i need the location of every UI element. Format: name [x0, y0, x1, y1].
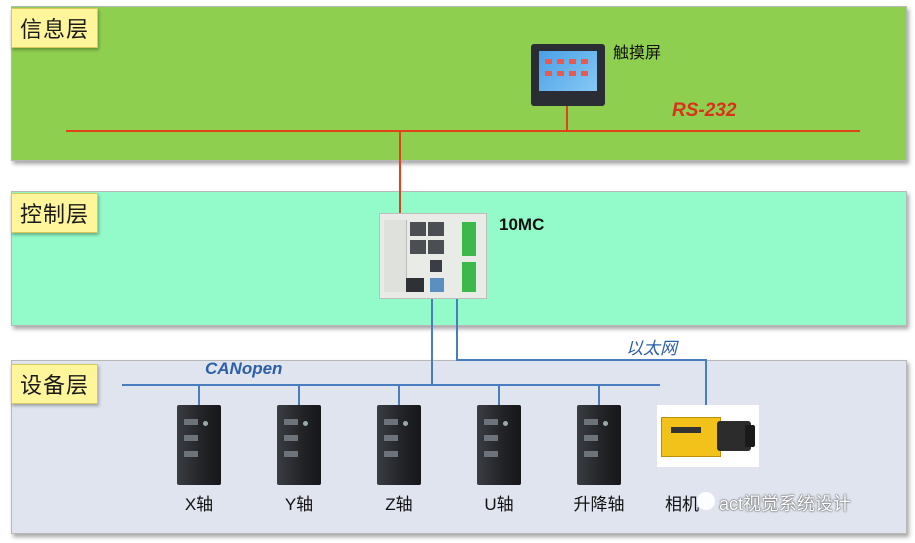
rs232-label: RS-232 — [672, 100, 737, 121]
controller-label: 10MC — [499, 215, 545, 234]
info-layer-label: 信息层 — [11, 8, 99, 48]
camera-label: 相机 — [665, 495, 699, 514]
ethernet-label: 以太网 — [626, 339, 677, 358]
device-layer-label: 设备层 — [11, 364, 99, 404]
axis-label-x: X轴 — [184, 495, 214, 514]
control-layer-label: 控制层 — [11, 193, 99, 233]
camera-device — [657, 405, 759, 467]
axis-label-z: Z轴 — [385, 495, 413, 514]
axis-label-u: U轴 — [484, 495, 514, 514]
servo-drive-lift — [577, 405, 621, 485]
touchscreen-label: 触摸屏 — [613, 45, 662, 62]
canopen-label: CANopen — [205, 359, 283, 378]
touchscreen-device — [531, 44, 605, 106]
servo-drive-u — [477, 405, 521, 485]
ethernet-line — [456, 296, 707, 405]
servo-drive-x — [177, 405, 221, 485]
watermark: act视觉系统设计 — [697, 490, 887, 514]
watermark-text: act视觉系统设计 — [719, 494, 852, 514]
info-layer-band — [11, 6, 907, 161]
servo-drive-y — [277, 405, 321, 485]
controller-device — [379, 213, 487, 299]
chat-icon — [697, 492, 715, 510]
axis-label-lift: 升降轴 — [573, 495, 625, 514]
axis-label-y: Y轴 — [284, 495, 314, 514]
servo-drive-z — [377, 405, 421, 485]
